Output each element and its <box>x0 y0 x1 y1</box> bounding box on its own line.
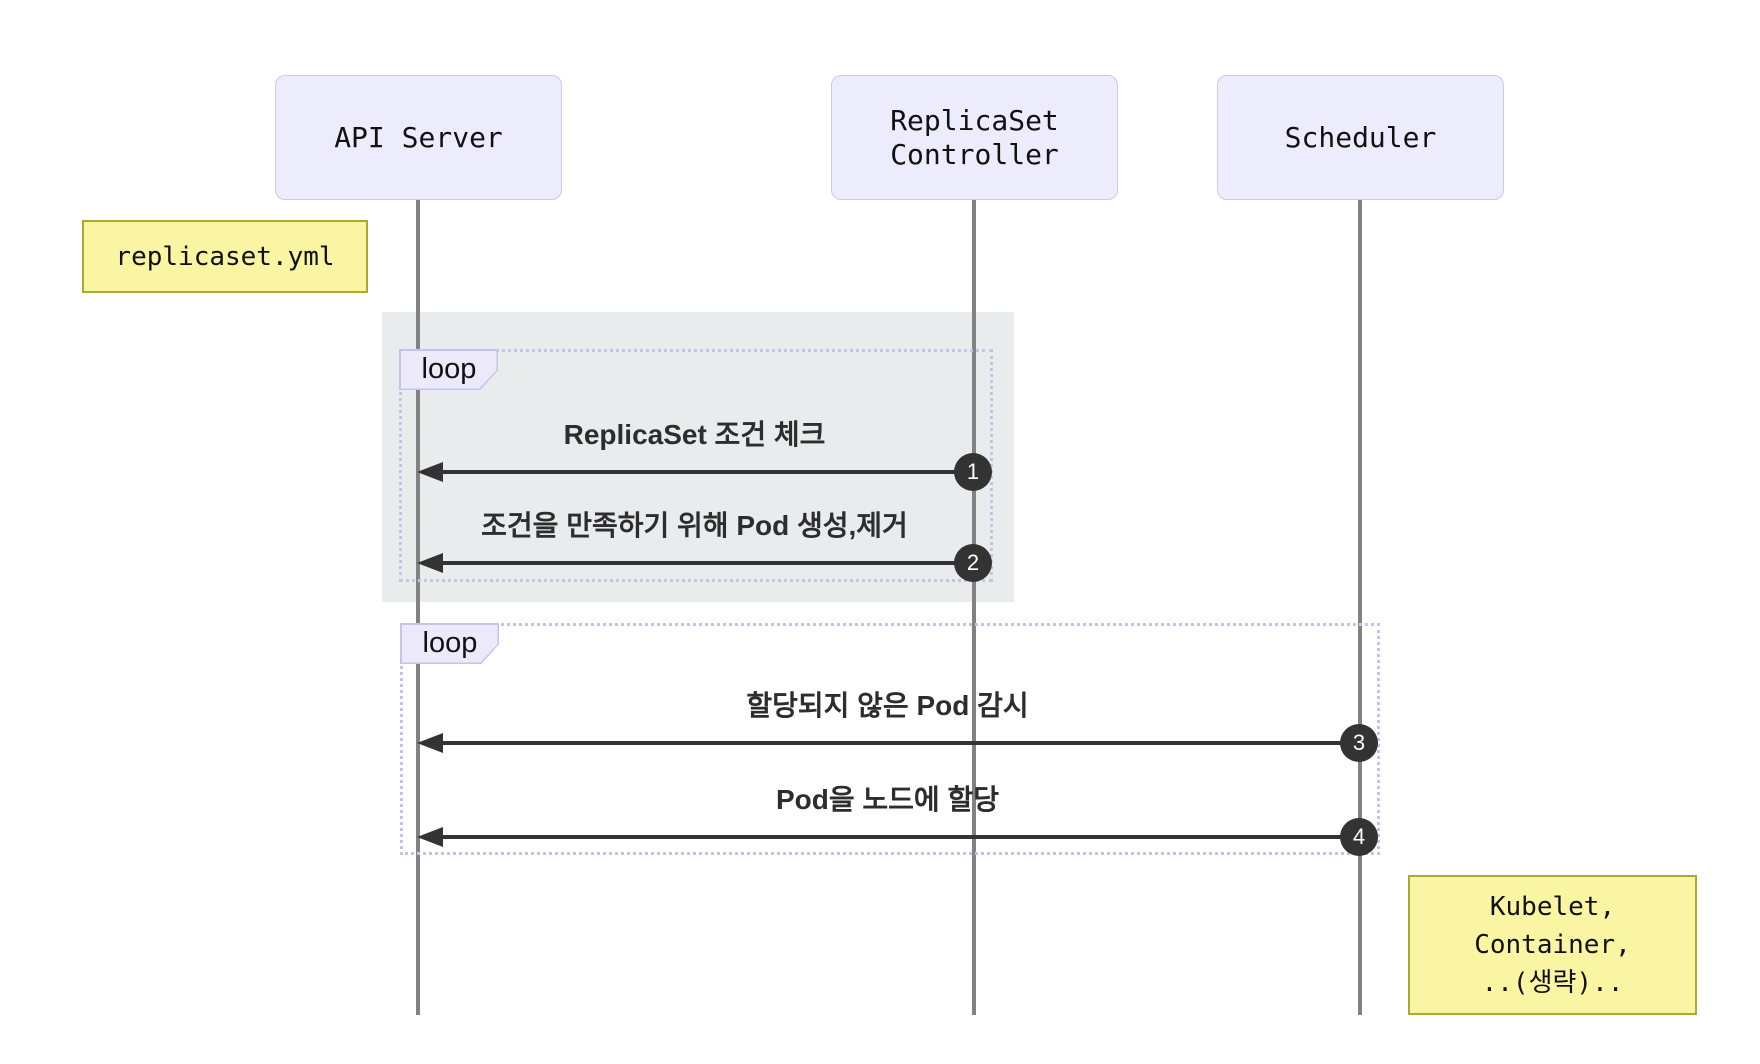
lifeline-api-server <box>416 200 420 1015</box>
actor-scheduler: Scheduler <box>1217 75 1504 200</box>
lifeline-replicaset-controller <box>972 200 976 1015</box>
arrowhead-left-icon <box>417 827 443 847</box>
sequence-number-badge: 2 <box>954 544 992 582</box>
loop-frame-2: loop <box>400 623 1380 855</box>
note-replicaset-yml: replicaset.yml <box>82 220 368 293</box>
arrowhead-left-icon <box>417 462 443 482</box>
message-label: 조건을 만족하기 위해 Pod 생성,제거 <box>481 510 908 541</box>
loop-frame-1: loop <box>399 349 993 582</box>
actor-label: ReplicaSet Controller <box>890 103 1059 171</box>
message-label: Pod을 노드에 할당 <box>775 784 999 815</box>
arrowhead-left-icon <box>417 733 443 753</box>
loop-label-tag: loop <box>399 349 498 390</box>
loop-label: loop <box>401 624 498 663</box>
actor-label: API Server <box>334 120 503 154</box>
message-arrow <box>438 561 973 565</box>
sequence-number-badge: 3 <box>1340 724 1378 762</box>
message-arrow <box>438 835 1359 839</box>
lifeline-scheduler <box>1358 200 1362 1015</box>
actor-label: Scheduler <box>1284 120 1437 154</box>
sequence-number-badge: 4 <box>1340 818 1378 856</box>
note-kubelet-container: Kubelet, Container, ..(생략).. <box>1408 875 1697 1015</box>
actor-api-server: API Server <box>275 75 562 200</box>
actor-replicaset-controller: ReplicaSet Controller <box>831 75 1118 200</box>
loop-label-tag: loop <box>400 623 499 664</box>
message-label: 할당되지 않은 Pod 감시 <box>746 690 1029 721</box>
note-text: replicaset.yml <box>115 241 335 272</box>
message-label: ReplicaSet 조건 체크 <box>563 419 826 450</box>
message-arrow <box>438 470 973 474</box>
note-text: Kubelet, Container, ..(생략).. <box>1474 892 1631 998</box>
arrowhead-left-icon <box>417 553 443 573</box>
sequence-number-badge: 1 <box>954 453 992 491</box>
loop-label: loop <box>400 350 497 389</box>
message-arrow <box>438 741 1359 745</box>
